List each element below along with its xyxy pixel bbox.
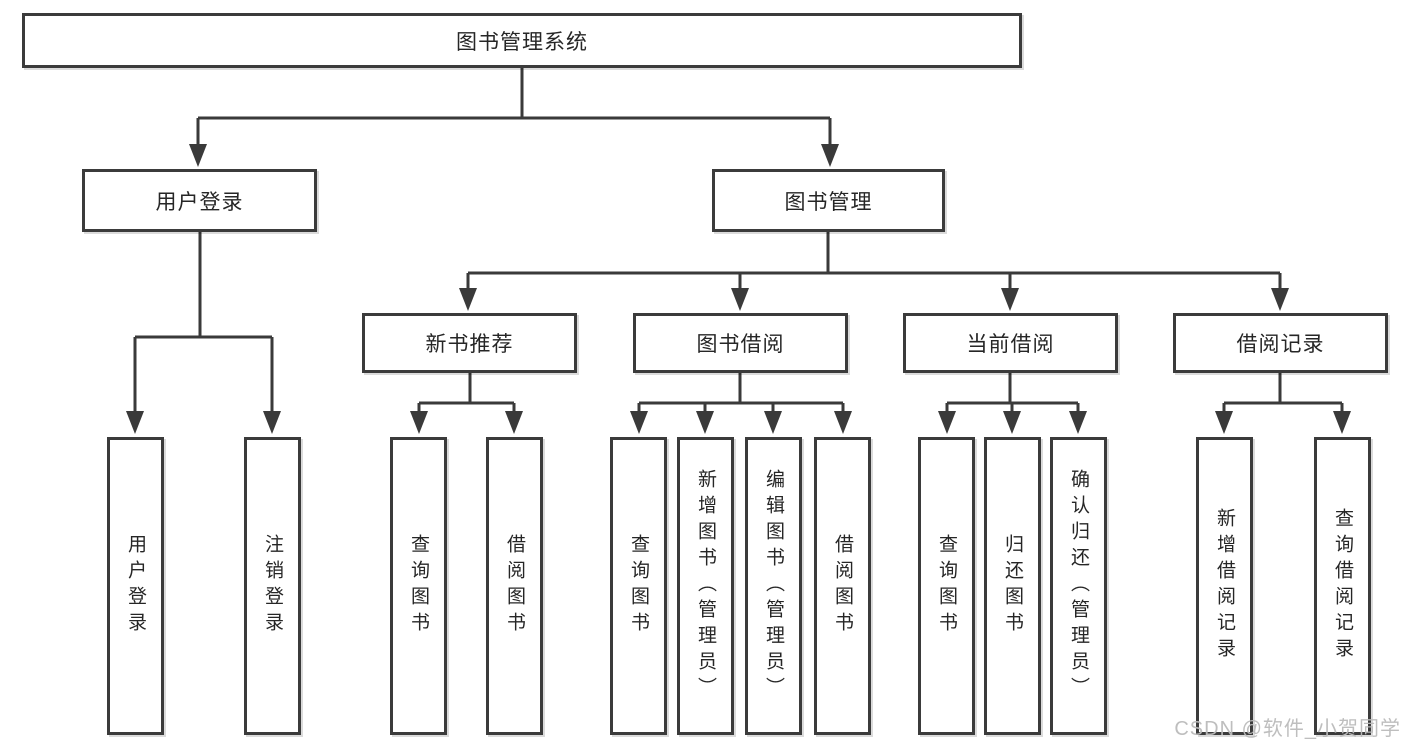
node-label: 图书管理 <box>784 190 873 214</box>
leaf-return-books: 归还图书 <box>984 437 1041 735</box>
node-label: 借阅记录 <box>1236 333 1325 356</box>
node-root: 图书管理系统 <box>22 13 1022 68</box>
node-label: 借阅图书 <box>504 534 525 638</box>
leaf-logout: 注销登录 <box>244 437 301 735</box>
watermark: CSDN @软件_小贺同学 <box>1174 718 1401 740</box>
node-label: 用户登录 <box>155 190 244 214</box>
node-borrow-records: 借阅记录 <box>1173 313 1388 373</box>
leaf-edit-book-admin: 编辑图书（管理员） <box>745 437 802 735</box>
node-book-borrowing: 图书借阅 <box>633 313 848 373</box>
node-label: 查询借阅记录 <box>1332 508 1353 664</box>
node-label: 确认归还（管理员） <box>1068 469 1089 703</box>
node-current-borrowing: 当前借阅 <box>903 313 1118 373</box>
node-label: 借阅图书 <box>832 534 853 638</box>
node-book-management: 图书管理 <box>712 169 945 232</box>
node-label: 当前借阅 <box>966 333 1055 356</box>
leaf-query-books-current: 查询图书 <box>918 437 975 735</box>
leaf-add-book-admin: 新增图书（管理员） <box>677 437 734 735</box>
node-label: 新书推荐 <box>425 333 514 356</box>
leaf-query-books-borrowing: 查询图书 <box>610 437 667 735</box>
node-label: 新增借阅记录 <box>1214 508 1235 664</box>
node-label: 图书借阅 <box>696 333 785 356</box>
node-new-book-recommend: 新书推荐 <box>362 313 577 373</box>
node-label: 查询图书 <box>628 534 649 638</box>
arrowheads <box>126 144 1351 434</box>
leaf-user-login: 用户登录 <box>107 437 164 735</box>
node-label: 查询图书 <box>408 534 429 638</box>
leaf-borrow-books-recommend: 借阅图书 <box>486 437 543 735</box>
node-label: 新增图书（管理员） <box>695 469 716 703</box>
node-label: 用户登录 <box>125 534 146 638</box>
node-label: 归还图书 <box>1002 534 1023 638</box>
leaf-query-borrow-record: 查询借阅记录 <box>1314 437 1371 735</box>
leaf-add-borrow-record: 新增借阅记录 <box>1196 437 1253 735</box>
node-label: 图书管理系统 <box>456 30 588 54</box>
leaf-query-books-recommend: 查询图书 <box>390 437 447 735</box>
leaf-borrow-books-borrowing: 借阅图书 <box>814 437 871 735</box>
node-label: 查询图书 <box>936 534 957 638</box>
node-label: 注销登录 <box>262 534 283 638</box>
node-user-login: 用户登录 <box>82 169 317 232</box>
leaf-confirm-return-admin: 确认归还（管理员） <box>1050 437 1107 735</box>
node-label: 编辑图书（管理员） <box>763 469 784 703</box>
